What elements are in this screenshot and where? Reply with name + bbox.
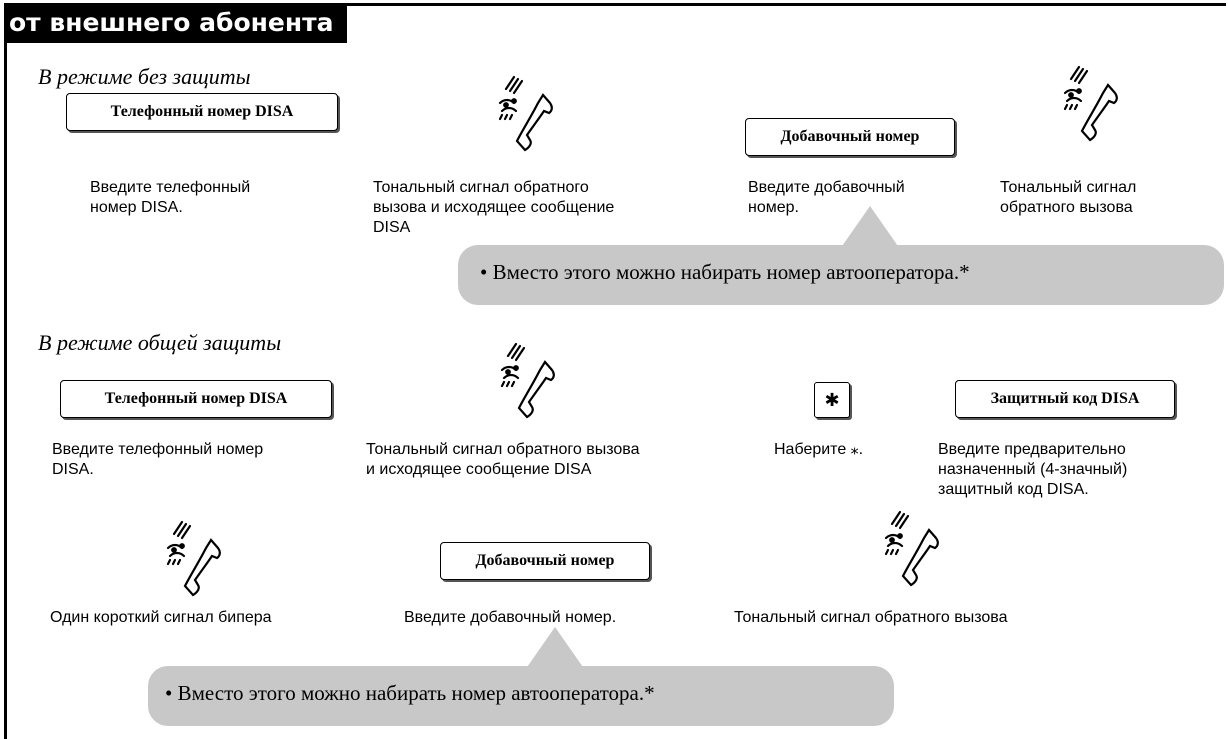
mode2-callout bbox=[148, 666, 894, 726]
mode1-disa-number-key: Телефонный номер DISA bbox=[66, 93, 338, 131]
handset-ringing-icon bbox=[500, 342, 555, 419]
mode2-beep-desc: Один короткий сигнал бипера bbox=[50, 609, 272, 626]
star-key-icon: ✱ bbox=[814, 382, 850, 418]
mode2-disa-number-key: Телефонный номер DISA bbox=[60, 380, 332, 418]
handset-ringing-icon bbox=[498, 75, 553, 152]
mode1-callout-text: • Вместо этого можно набирать номер авто… bbox=[480, 260, 970, 284]
mode2-security-code-key: Защитный код DISA bbox=[955, 380, 1175, 418]
section-header: от внешнего абонента bbox=[4, 3, 347, 43]
handset-ringing-icon bbox=[1063, 65, 1118, 142]
mode1-callout bbox=[458, 245, 1224, 305]
frame-left-border bbox=[4, 3, 7, 739]
mode2-title: В режиме общей защиты bbox=[38, 330, 282, 355]
handset-ringing-icon bbox=[166, 520, 221, 597]
mode2-callout-text: • Вместо этого можно набирать номер авто… bbox=[165, 681, 655, 705]
mode2-extension-desc: Введите добавочный номер. bbox=[404, 609, 617, 626]
mode2-ringback2-desc: Тональный сигнал обратного вызова bbox=[734, 609, 1008, 626]
frame-top-border bbox=[4, 3, 1226, 6]
handset-ringing-icon bbox=[884, 510, 939, 587]
mode2-extension-key: Добавочный номер bbox=[440, 542, 650, 580]
mode1-title: В режиме без защиты bbox=[38, 64, 251, 89]
mode2-star-desc: Наберите ⁎. bbox=[774, 441, 864, 458]
mode1-extension-key: Добавочный номер bbox=[745, 118, 955, 156]
